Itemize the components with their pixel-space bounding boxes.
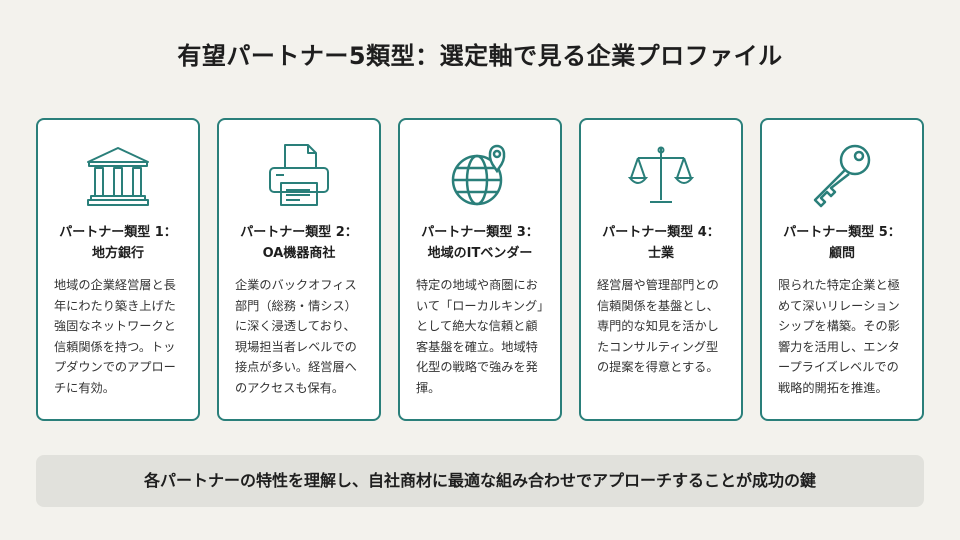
card-title: パートナー類型 5： 顧問 <box>770 222 914 264</box>
partner-card-2: パートナー類型 2： OA機器商社 企業のバックオフィス部門（総務・情シス）に深く… <box>217 118 381 421</box>
card-title-line1: パートナー類型 2： <box>240 225 358 240</box>
scales-icon <box>626 140 696 210</box>
card-title-line2: 顧問 <box>828 246 855 261</box>
bank-icon <box>83 140 153 210</box>
card-title-line1: パートナー類型 4： <box>602 225 720 240</box>
globe-location-icon <box>445 140 515 210</box>
card-title-line2: 地域のITベンダー <box>427 246 533 261</box>
key-icon <box>807 140 877 210</box>
card-body: 経営層や管理部門との信頼関係を基盤とし、専門的な知見を活かしたコンサルティング型… <box>597 278 719 374</box>
partner-card-4: パートナー類型 4： 士業 経営層や管理部門との信頼関係を基盤とし、専門的な知見を… <box>579 118 743 421</box>
card-body: 特定の地域や商圏において「ローカルキング」として絶大な信頼と顧客基盤を確立。地域… <box>416 278 544 395</box>
page-title: 有望パートナー5類型：選定軸で見る企業プロファイル <box>177 42 783 70</box>
summary-banner: 各パートナーの特性を理解し、自社商材に最適な組み合わせでアプローチすることが成功… <box>36 455 924 507</box>
card-title: パートナー類型 3： 地域のITベンダー <box>408 222 552 264</box>
partner-card-5: パートナー類型 5： 顧問 限られた特定企業と極めて深いリレーションシップを構築。… <box>760 118 924 421</box>
printer-icon <box>264 140 334 210</box>
card-title: パートナー類型 1： 地方銀行 <box>46 222 190 264</box>
card-title-line2: 地方銀行 <box>91 246 144 261</box>
card-body: 企業のバックオフィス部門（総務・情シス）に深く浸透しており、現場担当者レベルでの… <box>235 278 357 395</box>
card-body: 地域の企業経営層と長年にわたり築き上げた強固なネットワークと信頼関係を持つ。トッ… <box>54 278 176 395</box>
partner-card-3: パートナー類型 3： 地域のITベンダー 特定の地域や商圏において「ローカルキング… <box>398 118 562 421</box>
card-title: パートナー類型 4： 士業 <box>589 222 733 264</box>
card-title-line1: パートナー類型 3： <box>421 225 539 240</box>
card-title-line1: パートナー類型 1： <box>59 225 177 240</box>
partner-card-1: パートナー類型 1： 地方銀行 地域の企業経営層と長年にわたり築き上げた強固なネッ… <box>36 118 200 421</box>
card-title: パートナー類型 2： OA機器商社 <box>227 222 371 264</box>
card-title-line1: パートナー類型 5： <box>783 225 901 240</box>
card-title-line2: 士業 <box>647 246 674 261</box>
card-title-line2: OA機器商社 <box>262 246 336 261</box>
card-body: 限られた特定企業と極めて深いリレーションシップを構築。その影響力を活用し、エンタ… <box>778 278 900 395</box>
